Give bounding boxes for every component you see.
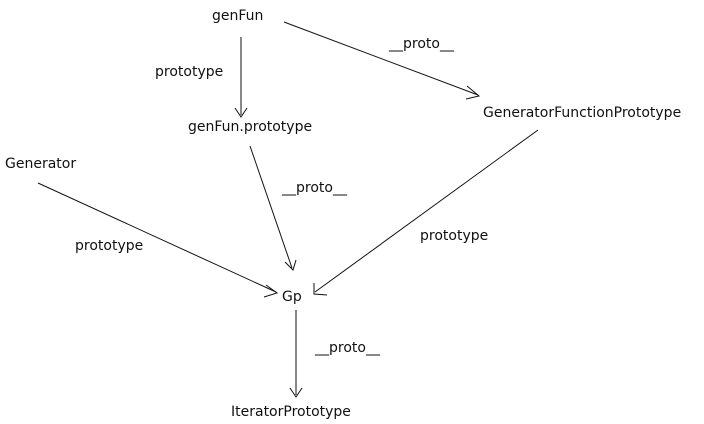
- node-generatorfunctionprototype: GeneratorFunctionPrototype: [483, 105, 681, 121]
- edge-label-genfun-proto: __proto__: [388, 36, 455, 52]
- arrow-head-gp-from-generator: [263, 284, 279, 298]
- edge-label-genfun-prototype: prototype: [155, 64, 223, 80]
- node-gp: Gp: [282, 289, 302, 305]
- edge-genfun-to-generatorfunctionprototype: [283, 21, 479, 96]
- edge-generatorfunctionprototype-to-gp: [314, 129, 539, 293]
- edge-label-generator-prototype: prototype: [75, 238, 143, 254]
- edge-label-gp-proto: __proto__: [314, 340, 381, 356]
- arrow-head-gp-from-genfun-prototype: [284, 259, 297, 271]
- node-iteratorprototype: IteratorPrototype: [231, 404, 351, 420]
- edge-label-generatorfunctionprototype-prototype: prototype: [420, 228, 488, 244]
- arrow-head-iteratorprototype: [289, 387, 303, 398]
- arrow-head-genfun-prototype: [234, 107, 248, 118]
- node-genfun: genFun: [212, 8, 263, 24]
- node-genfun-prototype: genFun.prototype: [188, 119, 312, 135]
- edge-generator-to-gp: [37, 182, 277, 293]
- edge-label-genfun-prototype-proto: __proto__: [281, 180, 348, 196]
- node-generator: Generator: [5, 156, 76, 172]
- arrow-head-generatorfunctionprototype: [465, 85, 481, 100]
- arrow-head-gp-from-generatorfunctionprototype: [313, 283, 328, 296]
- edge-genfun-prototype-to-gp: [249, 145, 293, 269]
